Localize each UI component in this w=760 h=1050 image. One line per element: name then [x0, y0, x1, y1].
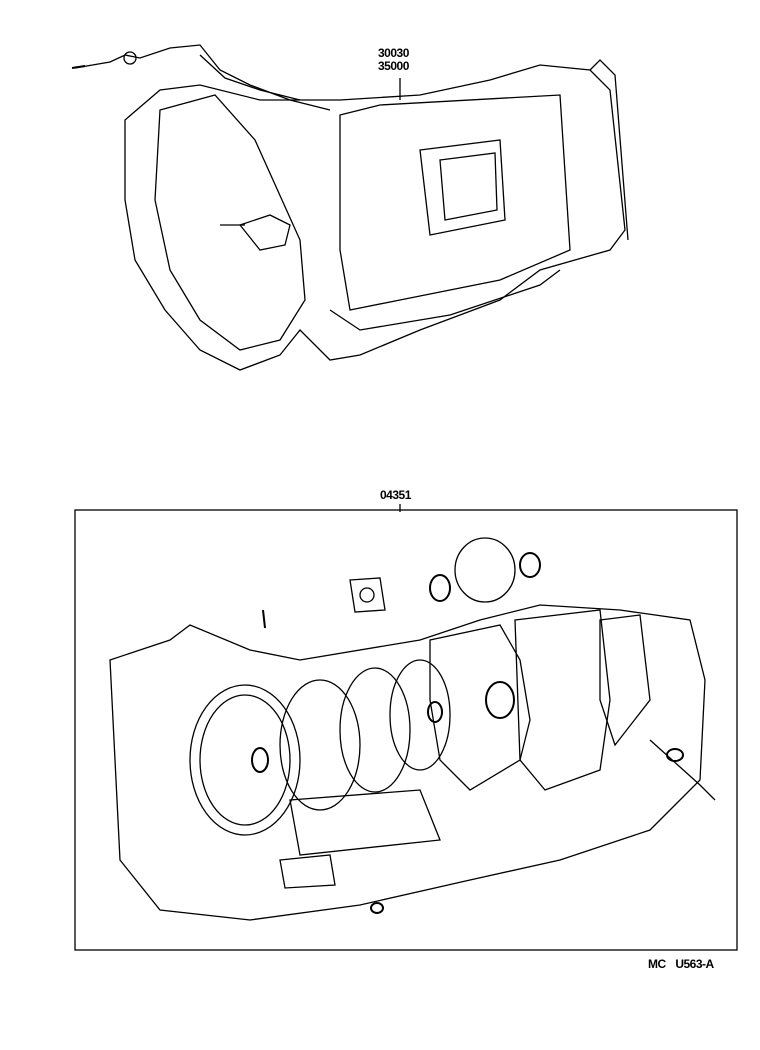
transmission-assembly-illustration [71, 44, 629, 371]
gasket-kit-illustration [109, 537, 716, 921]
part-number-30030: 30030 [378, 46, 409, 60]
part-number-04351: 04351 [380, 488, 411, 502]
part-number-35000: 35000 [378, 59, 409, 73]
gasket-kit-frame [74, 504, 738, 951]
figure-code: MC U563-A [648, 957, 714, 971]
